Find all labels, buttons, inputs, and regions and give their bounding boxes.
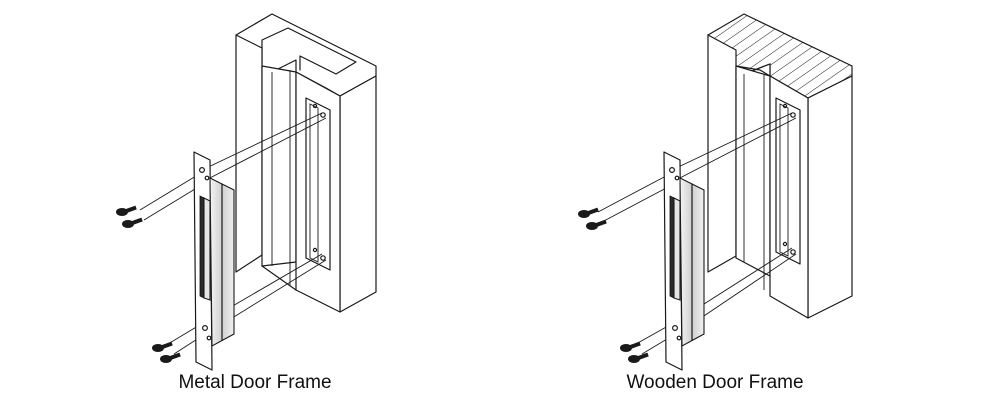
metal-frame-front <box>339 75 377 313</box>
wooden-screws-bottom <box>620 341 649 363</box>
wooden-door-frame <box>578 13 853 371</box>
wooden-frame-side <box>707 34 737 273</box>
caption-wooden-door-frame: Wooden Door Frame <box>626 372 804 393</box>
wooden-screws-top <box>578 207 607 230</box>
metal-maglock <box>193 151 235 371</box>
metal-door-frame <box>116 13 377 371</box>
metal-screws-bottom <box>152 341 181 363</box>
caption-metal-door-frame: Metal Door Frame <box>178 372 332 393</box>
metal-screws-top <box>116 205 143 228</box>
wooden-maglock <box>663 151 705 371</box>
wooden-frame-front <box>807 75 853 319</box>
